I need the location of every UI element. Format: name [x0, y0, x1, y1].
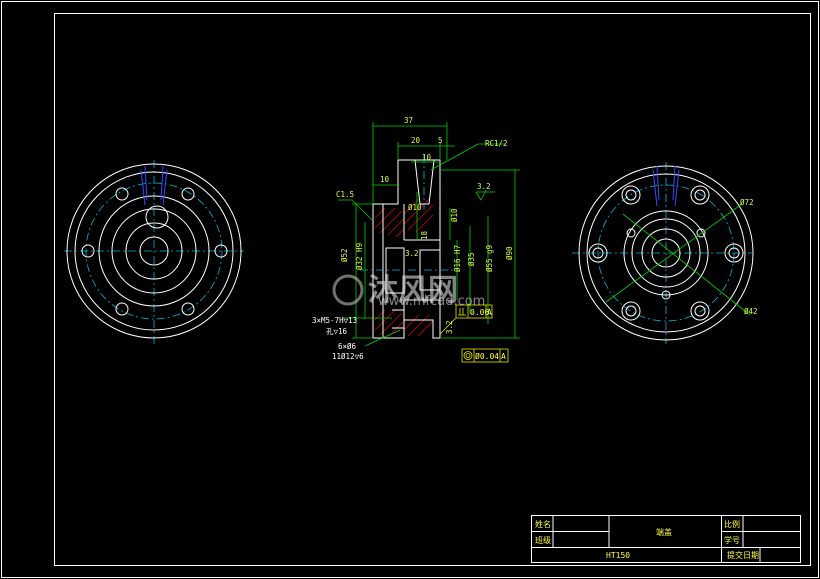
dim-thread-1: 3×M5-7H▽13	[312, 316, 357, 325]
roughness-3: 3.2	[445, 320, 454, 334]
dim-chamfer: C1.5	[336, 190, 354, 199]
inner-border	[54, 13, 811, 566]
title-label-date: 提交日期	[727, 550, 759, 560]
left-end-view	[64, 160, 244, 344]
title-block	[531, 515, 801, 563]
dim-phi52: Ø52	[340, 248, 349, 262]
watermark-brand: 沐风网	[368, 273, 458, 308]
title-material: HT150	[606, 551, 630, 560]
dim-holes-1: 6×Ø6	[338, 342, 357, 351]
dim-phi35: Ø35	[467, 252, 476, 266]
watermark: 沐风网 www.mfcad.com	[332, 273, 485, 309]
tolerance-value-2: Ø0.04	[475, 351, 499, 361]
dim-hatch-18: 18	[420, 230, 429, 240]
dim-5: 5	[438, 136, 443, 145]
dim-37: 37	[404, 116, 413, 125]
right-end-view	[572, 162, 754, 344]
tolerance-datum-2: A	[501, 352, 506, 361]
dim-10-left: 10	[380, 175, 390, 184]
dim-phi10-a: Ø10	[408, 203, 422, 212]
dim-phi10-b: Ø10	[450, 208, 459, 222]
dim-thread-2: 孔▽16	[326, 327, 348, 336]
watermark-url: www.mfcad.com	[378, 294, 485, 309]
dim-phi16: Ø16 H7	[453, 245, 462, 272]
dim-phi72: Ø72	[740, 198, 754, 207]
dim-holes-2: 11Ø12▽6	[332, 352, 364, 361]
dim-10-top: 10	[422, 153, 432, 162]
dim-phi32: Ø32 H9	[355, 243, 364, 270]
dim-phi55: Ø55 g9	[485, 245, 494, 272]
section-view	[338, 122, 520, 363]
dim-phi42: Ø42	[744, 307, 758, 316]
tolerance-value-1: 0.06	[470, 308, 489, 317]
dim-phi90: Ø90	[505, 246, 514, 260]
dim-20: 20	[411, 136, 421, 145]
roughness-2: 3.2	[405, 249, 419, 258]
title-label-class: 班级	[535, 535, 551, 545]
tolerance-datum-1: A	[487, 308, 492, 317]
title-part-name: 端盖	[656, 527, 672, 537]
title-label-name: 姓名	[535, 519, 551, 529]
title-label-number: 学号	[724, 535, 740, 545]
roughness-1: 3.2	[477, 182, 491, 191]
dim-rc: RC1/2	[485, 139, 508, 148]
title-label-scale: 比例	[724, 519, 740, 529]
